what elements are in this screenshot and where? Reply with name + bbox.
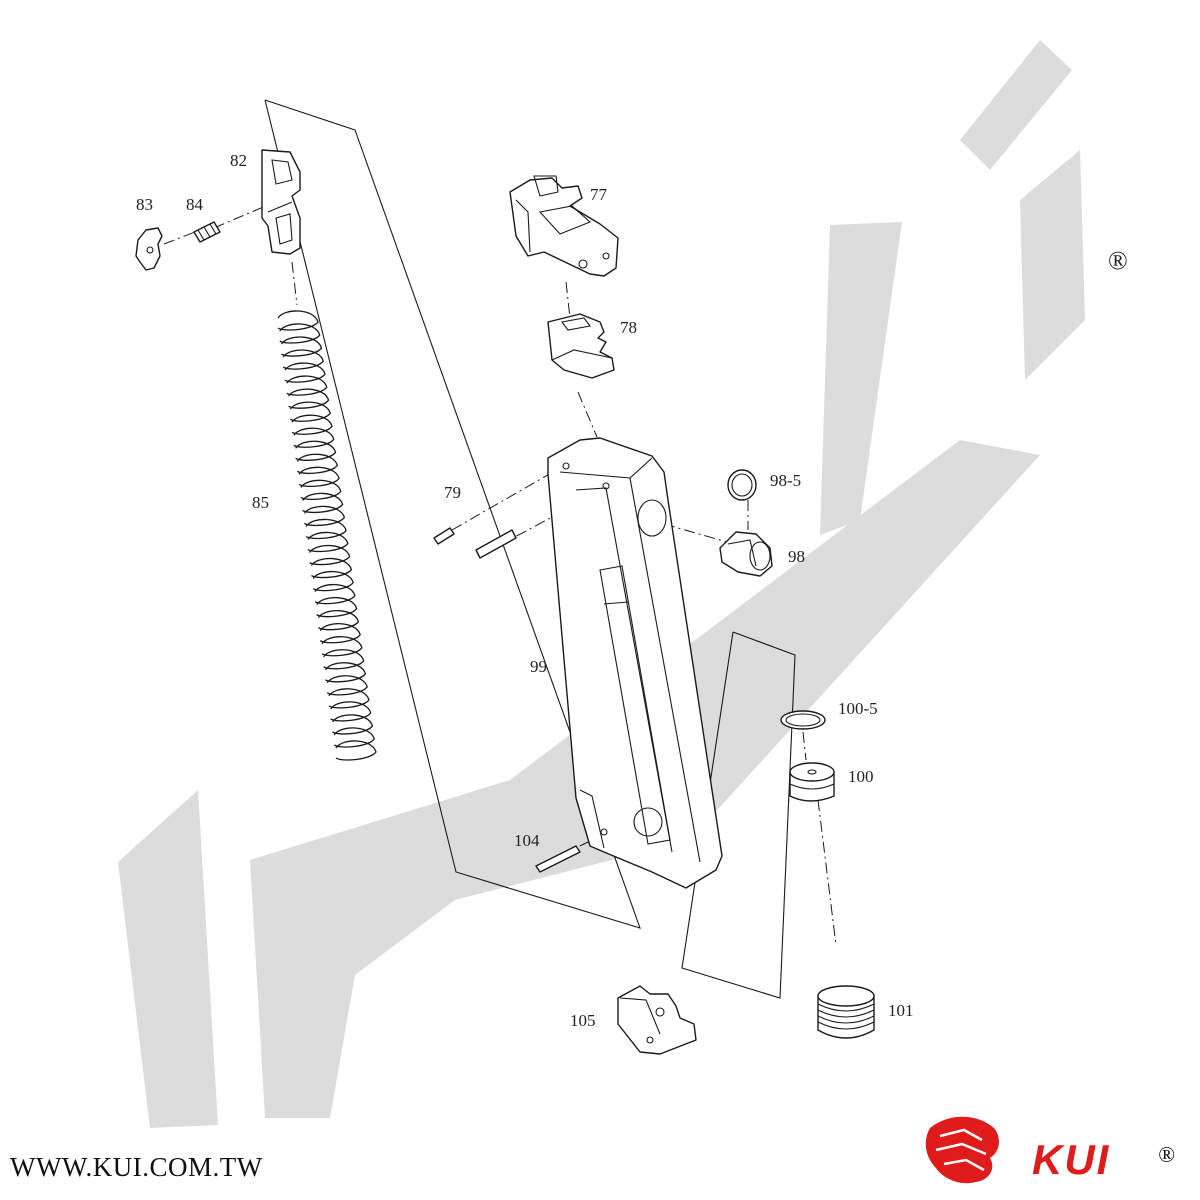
- label-98-5: 98-5: [770, 471, 801, 490]
- brand-logo-text: KUI: [1032, 1136, 1111, 1183]
- part-101-screw-plug: [817, 985, 875, 1039]
- registered-mark: ®: [1108, 246, 1128, 275]
- leader-98-mag: [663, 523, 728, 543]
- label-99: 99: [530, 657, 547, 676]
- leader-84-82: [213, 204, 269, 229]
- part-98-inlet-valve: [719, 531, 773, 577]
- part-84-small-spring: [193, 221, 221, 243]
- label-84: 84: [186, 195, 204, 214]
- leader-82-spring: [291, 261, 298, 306]
- label-77: 77: [590, 185, 608, 204]
- label-79: 79: [444, 483, 461, 502]
- label-105: 105: [570, 1011, 596, 1030]
- label-104: 104: [514, 831, 540, 850]
- kui-lion-logo-icon: [925, 1116, 999, 1184]
- leader-83-84: [163, 231, 196, 245]
- label-100: 100: [848, 767, 874, 786]
- label-98: 98: [788, 547, 805, 566]
- website-url: WWW.KUI.COM.TW: [10, 1152, 263, 1182]
- part-83-catch: [135, 227, 163, 271]
- part-79-pins: [433, 527, 517, 559]
- part-104-pin: [535, 845, 581, 873]
- leader-1005-100: [802, 731, 807, 761]
- leader-77-78: [565, 281, 571, 319]
- leader-79a: [451, 467, 561, 531]
- part-100-valve: [789, 762, 835, 802]
- leader-100-101: [817, 799, 837, 946]
- spring-coils: [277, 310, 377, 761]
- brand-registered-mark: ®: [1158, 1142, 1175, 1167]
- label-83: 83: [136, 195, 153, 214]
- part-98-5-o-ring-inner: [731, 473, 753, 497]
- part-105-block: [617, 985, 697, 1055]
- label-82: 82: [230, 151, 247, 170]
- assembly-frame-left: [264, 99, 641, 929]
- leader-104: [579, 835, 601, 847]
- part-85-magazine-spring: [277, 310, 377, 761]
- label-78: 78: [620, 318, 637, 337]
- label-101: 101: [888, 1001, 914, 1020]
- leader-78-99: [577, 391, 598, 438]
- part-99-magazine-body: [547, 437, 723, 889]
- part-100-5-o-ring-inner: [785, 713, 821, 727]
- label-85: 85: [252, 493, 269, 512]
- part-78-nozzle: [547, 313, 615, 379]
- part-77-magazine-lip: [509, 175, 619, 277]
- label-100-5: 100-5: [838, 699, 878, 718]
- part-labels: 77 78 79 82 83 84 85 98 98-5 99 100 100-…: [136, 151, 914, 1030]
- part-82-follower: [261, 149, 301, 255]
